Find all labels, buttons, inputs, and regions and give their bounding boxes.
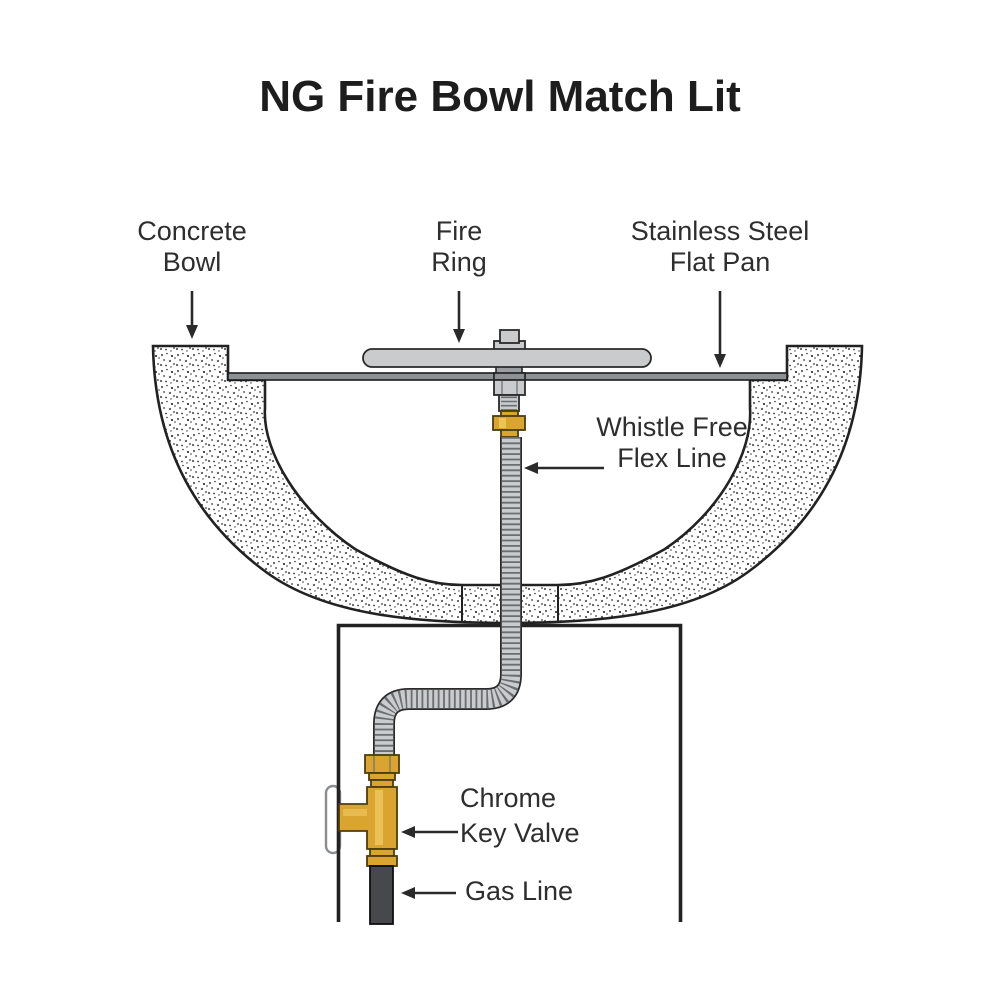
gas-line-shape: [369, 865, 394, 925]
label-key-valve-line1: Chrome: [460, 783, 557, 813]
flex-line-shape: [373, 437, 522, 757]
label-flat-pan-line2: Flat Pan: [669, 247, 771, 277]
valve-tee-body: [338, 786, 398, 850]
brass-union-body: [492, 415, 526, 431]
valve-band: [368, 772, 396, 781]
label-concrete-bowl-line2: Bowl: [162, 247, 222, 277]
label-fire-ring-line1: Fire: [435, 216, 483, 246]
label-flat-pan-line1: Stainless Steel: [630, 216, 810, 246]
label-fire-ring: Fire Ring: [379, 216, 539, 278]
bowl-bottom-block-joints: [461, 585, 559, 621]
fire-ring-assembly: [362, 329, 652, 438]
arrow-flex-line: [524, 462, 604, 474]
label-concrete-bowl: Concrete Bowl: [82, 216, 302, 278]
page-title: NG Fire Bowl Match Lit: [259, 72, 741, 121]
label-key-valve-line2: Key Valve: [460, 818, 580, 848]
label-gas-line-line1: Gas Line: [465, 876, 574, 906]
label-flex-line-line2: Flex Line: [617, 443, 727, 473]
arrow-flat-pan: [714, 291, 726, 368]
label-gas-line: Gas Line: [465, 874, 685, 909]
label-flex-line-line1: Whistle Free: [596, 412, 748, 442]
flat-pan-center: [493, 372, 526, 381]
valve-bottom-band: [369, 848, 395, 857]
arrow-fire-ring: [453, 291, 465, 343]
label-fire-ring-line2: Ring: [431, 247, 487, 277]
concrete-bowl-shape: [151, 344, 864, 625]
label-concrete-bowl-line1: Concrete: [137, 216, 247, 246]
key-valve-assembly: [338, 754, 400, 925]
valve-coupling-nut: [364, 754, 400, 774]
valve-ring: [370, 779, 394, 788]
fire-ring-shape: [362, 348, 652, 368]
arrow-gas-line: [401, 887, 456, 899]
label-key-valve: Chrome Key Valve: [460, 781, 700, 851]
arrow-concrete-bowl: [186, 291, 198, 339]
label-flex-line: Whistle Free Flex Line: [562, 412, 782, 474]
hub-hex-nut: [493, 379, 526, 396]
valve-bottom-ring: [366, 855, 398, 867]
label-flat-pan: Stainless Steel Flat Pan: [590, 216, 850, 278]
hub-cap: [499, 329, 520, 344]
arrow-key-valve: [401, 826, 458, 838]
concrete-bowl: [151, 344, 864, 625]
